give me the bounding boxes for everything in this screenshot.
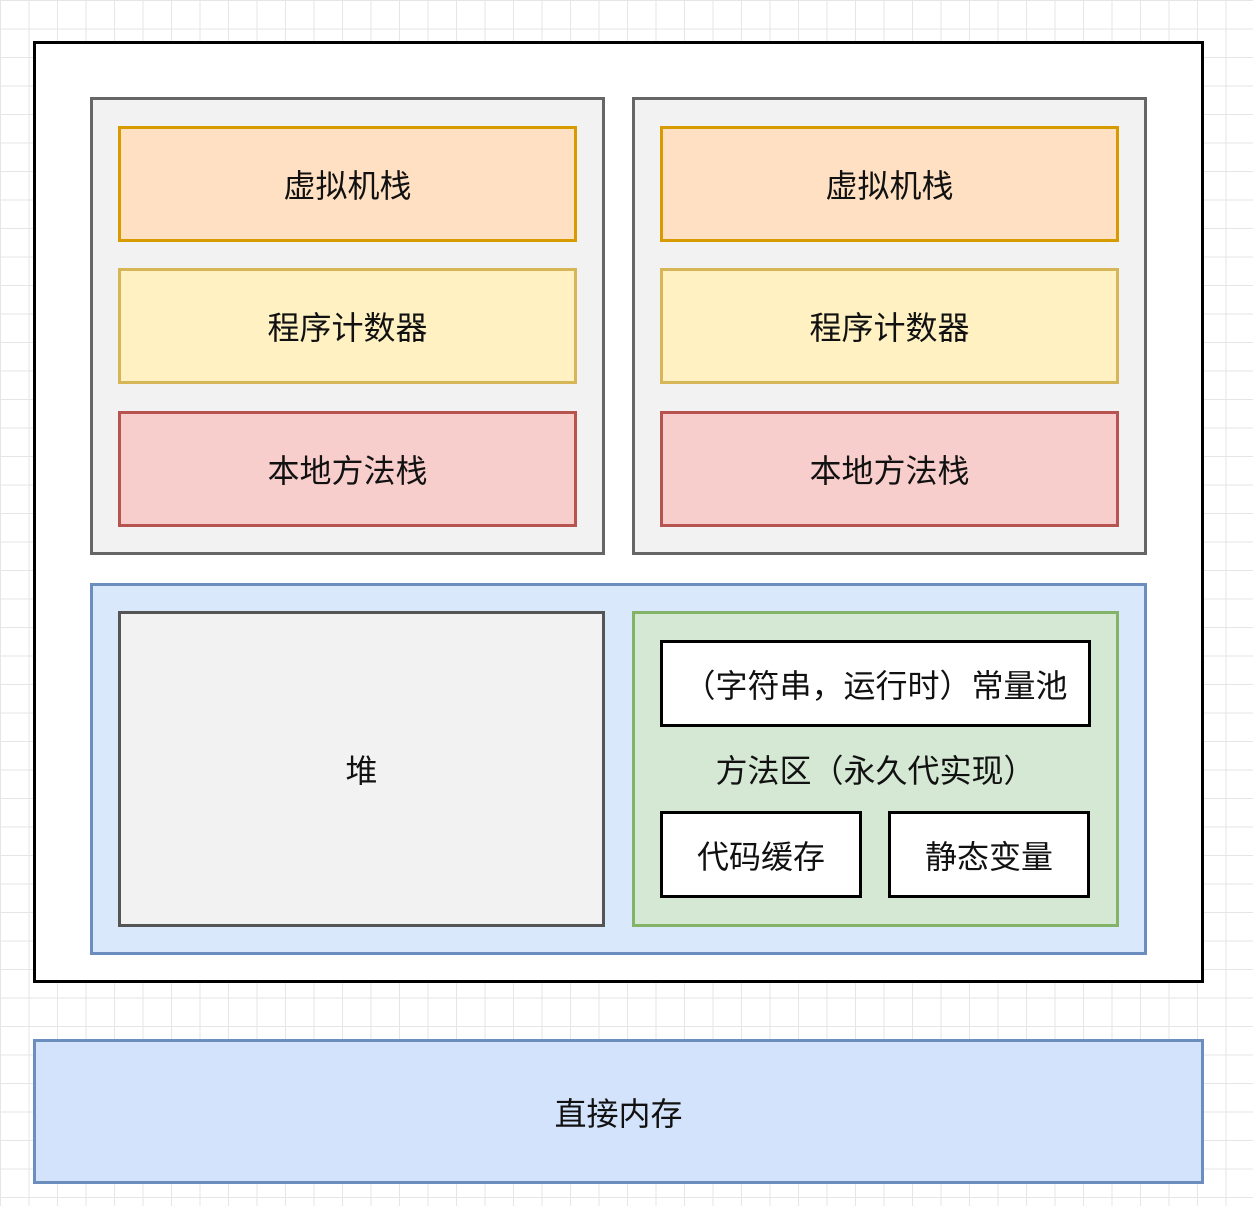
pc-counter-label-1: 程序计数器 [267, 309, 428, 347]
heap-label: 堆 [345, 752, 378, 790]
method-area-label: 方法区（永久代实现） [715, 752, 1036, 790]
vm-stack-box-1 [118, 126, 577, 242]
constant-pool-box [660, 640, 1091, 727]
code-cache-label: 代码缓存 [696, 837, 825, 876]
direct-memory-label: 直接内存 [554, 1094, 683, 1133]
heap-box [118, 611, 605, 927]
pc-counter-box-2 [660, 268, 1119, 384]
direct-memory-box [33, 1039, 1204, 1184]
native-stack-box-1 [118, 411, 577, 527]
static-variables-box [888, 811, 1090, 898]
vm-stack-label-1: 虚拟机栈 [283, 167, 412, 205]
code-cache-box [660, 811, 862, 898]
native-stack-label-1: 本地方法栈 [267, 452, 428, 490]
vm-stack-box-2 [660, 126, 1119, 242]
static-variables-label: 静态变量 [924, 837, 1053, 876]
native-stack-box-2 [660, 411, 1119, 527]
constant-pool-label: （字符串，运行时）常量池 [683, 666, 1068, 705]
pc-counter-box-1 [118, 268, 577, 384]
pc-counter-label-2: 程序计数器 [809, 309, 970, 347]
vm-stack-label-2: 虚拟机栈 [825, 167, 954, 205]
native-stack-label-2: 本地方法栈 [809, 452, 970, 490]
